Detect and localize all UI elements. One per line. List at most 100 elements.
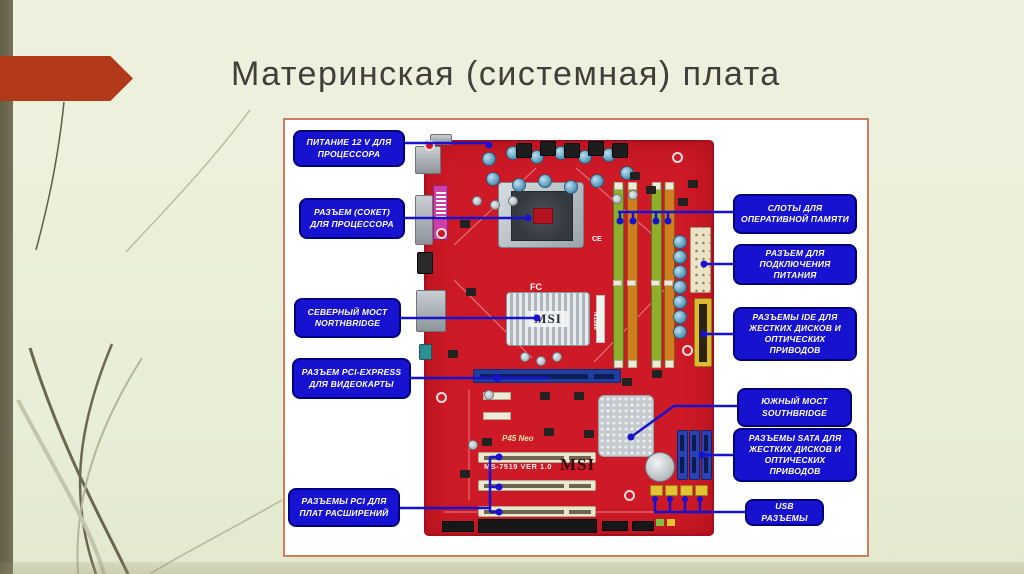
smd-chip	[622, 378, 632, 386]
vrm-choke	[540, 141, 556, 156]
label-ram-slots: СЛОТЫ ДЛЯ ОПЕРАТИВНОЙ ПАМЯТИ	[733, 194, 857, 234]
io-lan-usb-block	[416, 290, 446, 332]
model-text: MS-7519 VER 1.0	[484, 462, 552, 471]
smd-chip	[448, 350, 458, 358]
bottom-led	[656, 519, 664, 526]
ram-notch	[627, 280, 636, 286]
capacitor	[512, 178, 526, 192]
label-cpu-socket: РАЗЪЕМ (СОКЕТ) ДЛЯ ПРОЦЕССОРА	[299, 198, 405, 239]
cpu-socket-inner	[511, 191, 573, 241]
brand-logo: MSI	[560, 455, 596, 474]
small-capacitor	[552, 352, 562, 362]
title-arrow	[0, 56, 133, 101]
usb-header	[650, 485, 663, 496]
motherboard-image: MSI P45 Neo MS-7519 VER 1.0 MSI FC CE N1…	[415, 134, 714, 536]
vrm-choke	[564, 143, 580, 158]
floppy-ide-bottom-connector	[478, 519, 597, 533]
capacitor	[673, 325, 687, 339]
capacitor	[673, 310, 687, 324]
ram-slot	[651, 182, 662, 368]
small-capacitor	[520, 352, 530, 362]
capacitor	[673, 280, 687, 294]
ram-notch	[651, 280, 660, 286]
sata-port	[677, 430, 688, 480]
label-sata-connectors: РАЗЪЕМЫ SATA ДЛЯ ЖЕСТКИХ ДИСКОВ И ОПТИЧЕ…	[733, 428, 857, 482]
smd-chip	[584, 430, 594, 438]
smd-chip	[466, 288, 476, 296]
label-northbridge: СЕВЕРНЫЙ МОСТ NORTHBRIDGE	[294, 298, 401, 338]
pcie-x1-slot	[483, 412, 511, 420]
pcie-x1-slot	[483, 392, 511, 400]
io-black-port	[417, 252, 433, 274]
capacitor	[673, 235, 687, 249]
label-atx-power: РАЗЪЕМ ДЛЯ ПОДКЛЮЧЕНИЯ ПИТАНИЯ	[733, 244, 857, 285]
sata-port	[701, 430, 712, 480]
vrm-choke	[612, 143, 628, 158]
usb-header	[680, 485, 693, 496]
left-accent-bar	[0, 0, 13, 574]
io-dsub-port	[415, 195, 433, 245]
white-sticker	[596, 295, 605, 343]
bottom-band	[0, 562, 1024, 574]
capacitor	[564, 180, 578, 194]
ram-notch	[613, 280, 622, 286]
northbridge-logo: MSI	[528, 311, 568, 327]
small-capacitor	[508, 196, 518, 206]
smd-chip	[630, 172, 640, 180]
label-cpu-power: ПИТАНИЕ 12 V ДЛЯ ПРОЦЕССОРА	[293, 130, 405, 167]
label-pci-slots: РАЗЪЕМЫ PCI ДЛЯ ПЛАТ РАСШИРЕНИЙ	[288, 488, 400, 527]
small-capacitor	[628, 190, 638, 200]
northbridge-heatsink: MSI	[506, 292, 590, 346]
io-top-port	[430, 134, 452, 145]
label-ide-connectors: РАЗЪЕМЫ IDE ДЛЯ ЖЕСТКИХ ДИСКОВ И ОПТИЧЕС…	[733, 307, 857, 361]
ram-notch	[664, 280, 673, 286]
sata-port	[689, 430, 700, 480]
n1996-mark: N1996	[591, 312, 598, 330]
pci-slot	[478, 480, 596, 491]
pci-slot	[478, 506, 596, 517]
ce-mark: CE	[592, 236, 602, 243]
usb-header	[695, 485, 708, 496]
label-pci-express: РАЗЪЕМ PCI-EXPRESS ДЛЯ ВИДЕОКАРТЫ	[292, 358, 411, 399]
vrm-choke	[516, 143, 532, 158]
ram-slot	[627, 182, 638, 368]
vrm-choke	[588, 141, 604, 156]
chipset-text: P45 Neo	[502, 434, 534, 443]
cpu-socket-key	[533, 208, 553, 224]
smd-chip	[544, 428, 554, 436]
io-parallel-label	[433, 185, 448, 240]
small-capacitor	[536, 356, 546, 366]
atx-power-connector	[690, 227, 711, 293]
io-ps2-port	[415, 146, 441, 174]
capacitor	[673, 265, 687, 279]
io-audio-port	[419, 344, 432, 360]
mounting-hole	[624, 490, 635, 501]
pcie-x16-slot	[473, 369, 621, 383]
mounting-hole	[672, 152, 683, 163]
capacitor	[673, 295, 687, 309]
capacitor	[538, 174, 552, 188]
smd-chip	[482, 438, 492, 446]
label-southbridge: ЮЖНЫЙ МОСТ SOUTHBRIDGE	[737, 388, 852, 427]
ide-connector	[694, 298, 712, 367]
mounting-hole	[424, 140, 435, 151]
smd-chip	[678, 198, 688, 206]
smd-chip	[646, 186, 656, 194]
capacitor	[673, 250, 687, 264]
ram-slot	[613, 182, 624, 368]
mounting-hole	[436, 228, 447, 239]
small-capacitor	[490, 200, 500, 210]
capacitor	[486, 172, 500, 186]
fcc-mark: FC	[530, 282, 542, 292]
bottom-jumper	[667, 519, 675, 526]
capacitor	[482, 152, 496, 166]
smd-chip	[688, 180, 698, 188]
bottom-header	[602, 521, 628, 531]
capacitor	[590, 174, 604, 188]
label-usb-connectors: USB РАЗЪЕМЫ	[745, 499, 824, 526]
smd-chip	[460, 470, 470, 478]
cmos-battery	[645, 452, 675, 482]
small-capacitor	[612, 194, 622, 204]
small-capacitor	[468, 440, 478, 450]
